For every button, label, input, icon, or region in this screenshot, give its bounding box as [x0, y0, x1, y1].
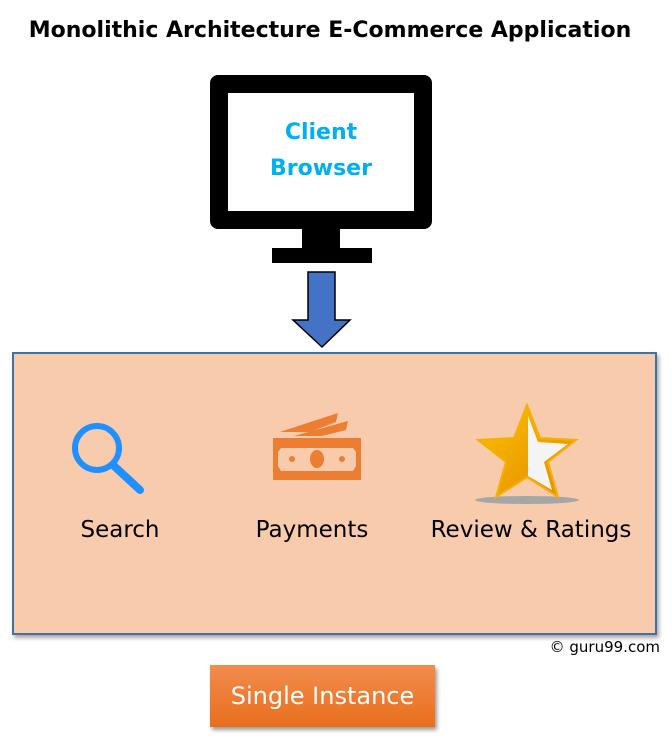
module-label-review-ratings: Review & Ratings [430, 517, 632, 543]
monitor-stand-base [272, 248, 372, 263]
star-icon [475, 402, 579, 504]
copyright-text: © guru99.com [549, 638, 660, 656]
module-label-payments: Payments [255, 517, 369, 543]
search-icon [72, 423, 144, 494]
monolith-container [12, 352, 657, 635]
monitor-stand-neck [302, 228, 340, 250]
down-arrow-icon [291, 271, 352, 349]
module-label-search: Search [80, 517, 160, 543]
client-label-line2: Browser [270, 156, 372, 181]
single-instance-label: Single Instance [210, 665, 435, 727]
monitor-icon [210, 75, 432, 229]
diagram-title: Monolithic Architecture E-Commerce Appli… [28, 18, 632, 43]
client-browser-label: Client Browser [228, 115, 414, 187]
client-label-line1: Client [284, 120, 358, 145]
money-icon [273, 413, 361, 480]
